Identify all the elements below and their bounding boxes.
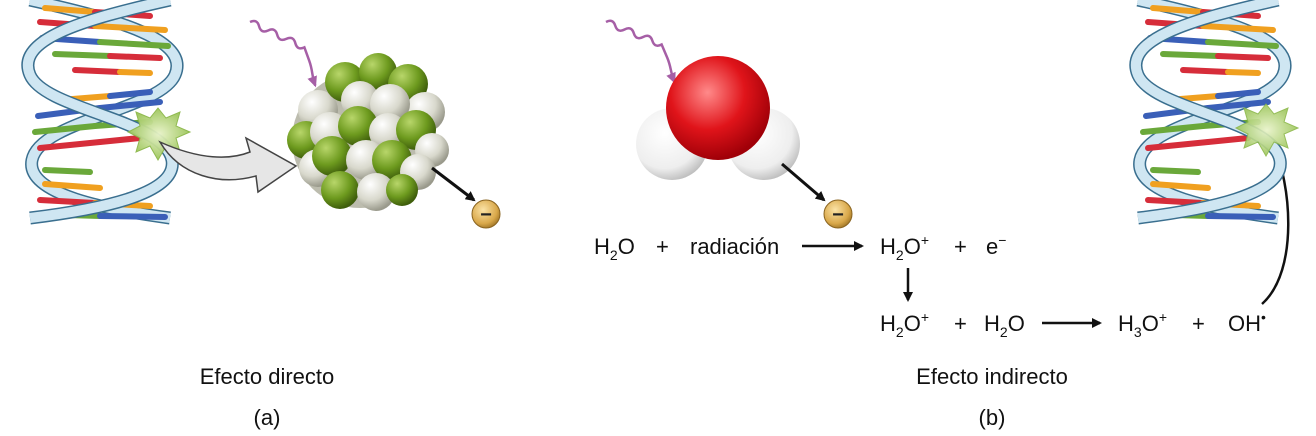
electron-icon: − <box>471 199 501 229</box>
eq1-plus-1: + <box>656 234 669 259</box>
eq2-product-hydronium: H3O+ <box>1118 309 1167 340</box>
equation-1: H2O + radiación H2O+ + e− <box>594 232 1006 263</box>
electron-sign: − <box>480 204 492 226</box>
eq1-reactant-water: H2O <box>594 234 635 263</box>
damage-burst-icon <box>1234 103 1300 158</box>
eq2-plus-1: + <box>954 311 967 336</box>
dna-helix-icon <box>21 0 184 225</box>
electron-ejection-arrow-icon <box>431 166 476 202</box>
eq1-reactant-radiation: radiación <box>690 234 779 259</box>
eq1-product-electron: e− <box>986 232 1006 259</box>
radiation-wave-icon <box>249 19 317 88</box>
eq1-plus-2: + <box>954 234 967 259</box>
transfer-arrow-icon <box>158 136 298 194</box>
electron-ejection-arrow-icon <box>781 162 826 202</box>
eq2-product-hydroxyl-radical: OH• <box>1228 309 1266 336</box>
label-a: (a) <box>254 405 281 430</box>
dna-helix-icon <box>1129 0 1292 225</box>
radiation-wave-icon <box>605 19 676 84</box>
panel-b: − H2O + radiación H2O+ + e− H2O+ + H2O H… <box>594 0 1300 430</box>
caption-direct: Efecto directo <box>200 364 335 389</box>
eq1-product-water-cation: H2O+ <box>880 232 929 263</box>
eq2-reactant-water: H2O <box>984 311 1025 340</box>
electron-icon: − <box>823 199 853 229</box>
eq2-plus-2: + <box>1192 311 1205 336</box>
eq2-reactant-water-cation: H2O+ <box>880 309 929 340</box>
equation-2: H2O+ + H2O H3O+ + OH• <box>880 309 1266 340</box>
atom-cluster-icon <box>287 53 449 211</box>
electron-sign: − <box>832 204 844 226</box>
caption-indirect: Efecto indirecto <box>916 364 1068 389</box>
damage-burst-icon <box>126 107 192 162</box>
water-molecule-icon <box>636 56 800 180</box>
label-b: (b) <box>979 405 1006 430</box>
panel-a: − Efecto directo (a) <box>21 0 501 430</box>
